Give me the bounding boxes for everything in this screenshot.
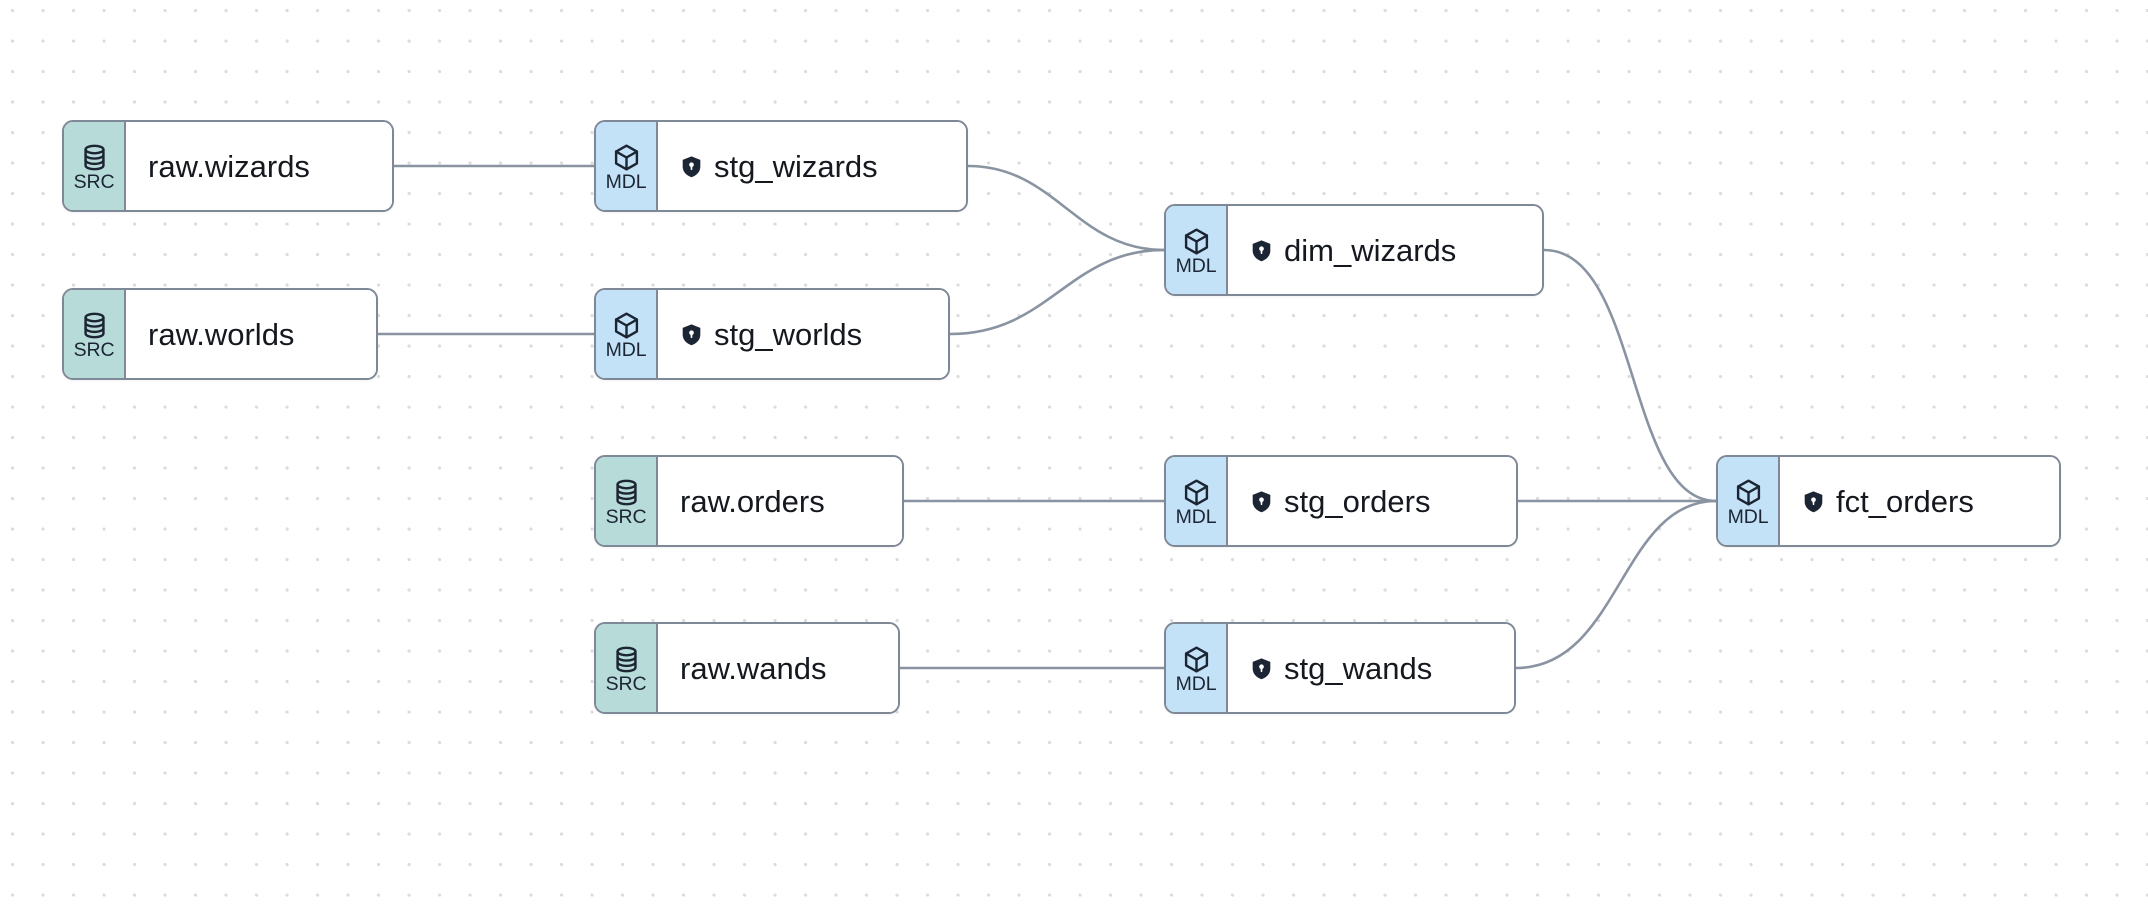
node-label: stg_wands (1284, 650, 1433, 686)
node-body: fct_orders (1780, 457, 2059, 545)
node-label: raw.wizards (148, 148, 310, 184)
node-body: stg_wands (1228, 624, 1514, 712)
node-badge-label: MDL (605, 339, 647, 362)
cube-icon (1182, 227, 1211, 256)
node-badge-label: MDL (1727, 506, 1769, 529)
shield-lock-icon (1250, 239, 1273, 262)
node-body: stg_wizards (658, 122, 966, 210)
cube-icon (1182, 645, 1211, 674)
node-badge-label: SRC (605, 506, 647, 529)
graph-node-stg_worlds[interactable]: MDL stg_worlds (594, 288, 950, 380)
node-badge-label: MDL (1175, 506, 1217, 529)
node-badge-label: MDL (1175, 255, 1217, 278)
node-label: raw.orders (680, 483, 825, 519)
node-body: dim_wizards (1228, 206, 1542, 294)
node-body: stg_orders (1228, 457, 1516, 545)
node-badge-mdl: MDL (1166, 457, 1228, 545)
node-label: stg_worlds (714, 316, 863, 352)
graph-node-raw_orders[interactable]: SRC raw.orders (594, 455, 904, 547)
graph-node-dim_wizards[interactable]: MDL dim_wizards (1164, 204, 1544, 296)
node-badge-src: SRC (64, 122, 126, 210)
node-badge-mdl: MDL (596, 122, 658, 210)
shield-lock-icon (1802, 490, 1825, 513)
database-icon (80, 311, 109, 340)
node-body: raw.wizards (126, 122, 392, 210)
node-badge-label: MDL (1175, 673, 1217, 696)
node-label: fct_orders (1836, 483, 1974, 519)
cube-icon (612, 143, 641, 172)
node-badge-src: SRC (596, 457, 658, 545)
cube-icon (1734, 478, 1763, 507)
edge-stg_wizards-to-dim_wizards (966, 164, 1166, 252)
database-icon (612, 478, 641, 507)
node-label: raw.wands (680, 650, 827, 686)
node-badge-label: SRC (73, 171, 115, 194)
node-badge-label: MDL (605, 171, 647, 194)
graph-node-stg_wizards[interactable]: MDL stg_wizards (594, 120, 968, 212)
node-badge-mdl: MDL (596, 290, 658, 378)
node-body: raw.wands (658, 624, 898, 712)
graph-node-raw_worlds[interactable]: SRC raw.worlds (62, 288, 378, 380)
node-label: stg_orders (1284, 483, 1431, 519)
shield-lock-icon (1250, 657, 1273, 680)
cube-icon (1182, 478, 1211, 507)
shield-lock-icon (680, 155, 703, 178)
node-badge-label: SRC (605, 673, 647, 696)
node-badge-mdl: MDL (1166, 624, 1228, 712)
shield-lock-icon (1250, 490, 1273, 513)
node-badge-mdl: MDL (1166, 206, 1228, 294)
edge-stg_wands-to-fct_orders (1514, 499, 1718, 670)
database-icon (612, 645, 641, 674)
node-badge-label: SRC (73, 339, 115, 362)
node-badge-src: SRC (64, 290, 126, 378)
graph-node-fct_orders[interactable]: MDL fct_orders (1716, 455, 2061, 547)
node-badge-mdl: MDL (1718, 457, 1780, 545)
node-badge-src: SRC (596, 624, 658, 712)
graph-node-raw_wands[interactable]: SRC raw.wands (594, 622, 900, 714)
graph-node-raw_wizards[interactable]: SRC raw.wizards (62, 120, 394, 212)
edge-dim_wizards-to-fct_orders (1542, 248, 1718, 503)
node-body: raw.orders (658, 457, 902, 545)
shield-lock-icon (680, 323, 703, 346)
node-body: raw.worlds (126, 290, 376, 378)
database-icon (80, 143, 109, 172)
edge-stg_worlds-to-dim_wizards (948, 248, 1166, 336)
cube-icon (612, 311, 641, 340)
node-label: stg_wizards (714, 148, 878, 184)
graph-node-stg_wands[interactable]: MDL stg_wands (1164, 622, 1516, 714)
node-label: raw.worlds (148, 316, 295, 352)
graph-node-stg_orders[interactable]: MDL stg_orders (1164, 455, 1518, 547)
node-label: dim_wizards (1284, 232, 1457, 268)
node-body: stg_worlds (658, 290, 948, 378)
